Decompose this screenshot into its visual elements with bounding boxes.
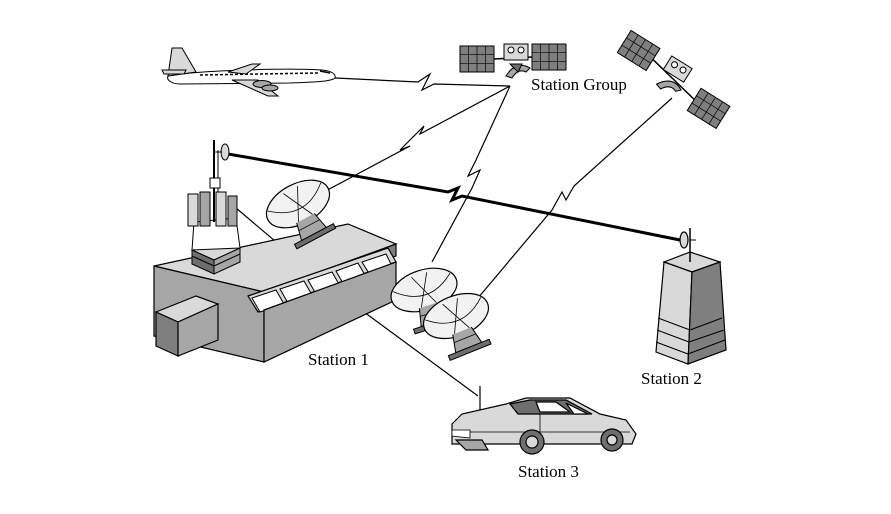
link-group-to-dish2 xyxy=(431,85,511,263)
radio-tower-icon xyxy=(187,140,242,275)
label-station-group: Station Group xyxy=(531,75,627,94)
label-station-3: Station 3 xyxy=(518,462,579,481)
link-sat2-to-dish3 xyxy=(477,97,673,299)
link-tower-to-station2 xyxy=(227,152,681,242)
label-station-2: Station 2 xyxy=(641,369,702,388)
link-group-to-dish1 xyxy=(304,85,511,203)
building-icon xyxy=(153,223,398,363)
label-station-1: Station 1 xyxy=(308,350,369,369)
antenna-pillar-icon xyxy=(655,228,727,365)
airplane-icon xyxy=(161,47,336,97)
satellite-icon xyxy=(459,43,567,79)
satellite-icon xyxy=(616,29,731,129)
link-airplane-to-group xyxy=(334,72,511,92)
car-icon xyxy=(451,386,637,455)
